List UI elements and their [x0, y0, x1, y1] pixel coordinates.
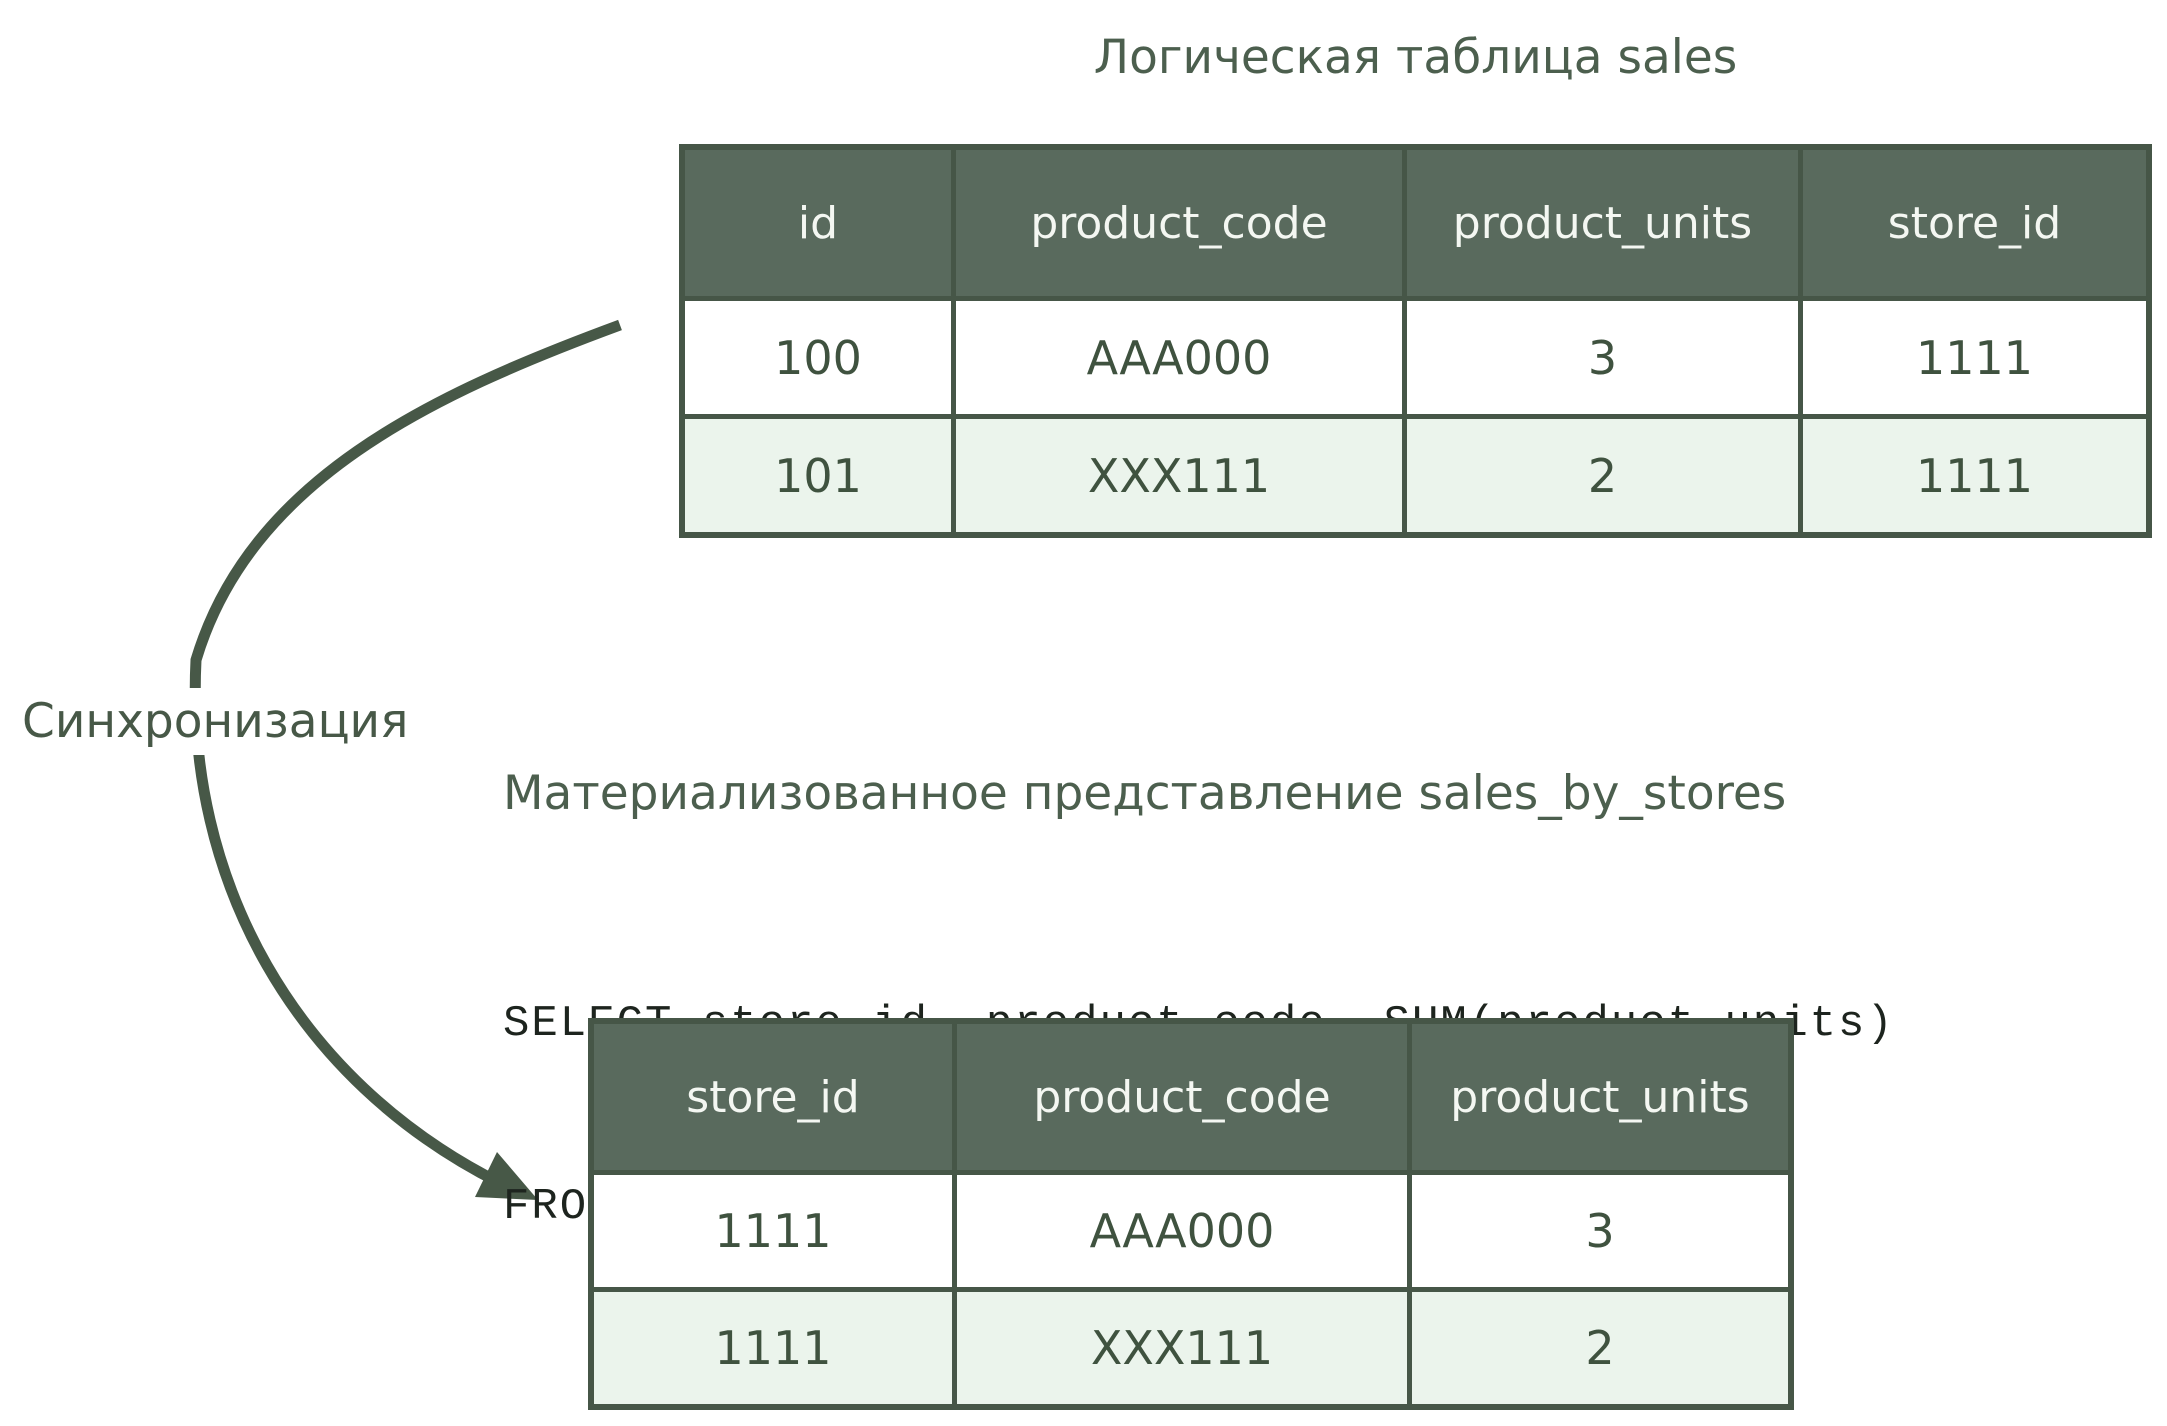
- column-header-product-code: product_code: [957, 1024, 1407, 1170]
- table-cell: 2: [1407, 419, 1798, 532]
- table-cell: 1111: [1803, 301, 2146, 414]
- table-cell: AAA000: [957, 1175, 1407, 1287]
- table-cell: XXX111: [957, 1292, 1407, 1404]
- table-cell: 1111: [594, 1292, 952, 1404]
- table-cell: AAA000: [956, 301, 1402, 414]
- materialized-view-title: Материализованное представление sales_by…: [503, 766, 1787, 821]
- table-cell: 100: [685, 301, 951, 414]
- column-header-product-units: product_units: [1407, 150, 1798, 296]
- table-cell: 3: [1407, 301, 1798, 414]
- table-cell: XXX111: [956, 419, 1402, 532]
- table-cell: 3: [1412, 1175, 1788, 1287]
- table-cell: 1111: [594, 1175, 952, 1287]
- column-header-store-id: store_id: [1803, 150, 2146, 296]
- logical-table-title: Логическая таблица sales: [1093, 30, 1738, 85]
- column-header-product-code: product_code: [956, 150, 1402, 296]
- table-cell: 2: [1412, 1292, 1788, 1404]
- table-cell: 101: [685, 419, 951, 532]
- logical-sales-table: id product_code product_units store_id 1…: [679, 144, 2152, 538]
- column-header-product-units: product_units: [1412, 1024, 1788, 1170]
- table-cell: 1111: [1803, 419, 2146, 532]
- sync-label: Синхронизация: [8, 688, 423, 755]
- column-header-id: id: [685, 150, 951, 296]
- column-header-store-id: store_id: [594, 1024, 952, 1170]
- materialized-view-table: store_id product_code product_units 1111…: [588, 1018, 1794, 1410]
